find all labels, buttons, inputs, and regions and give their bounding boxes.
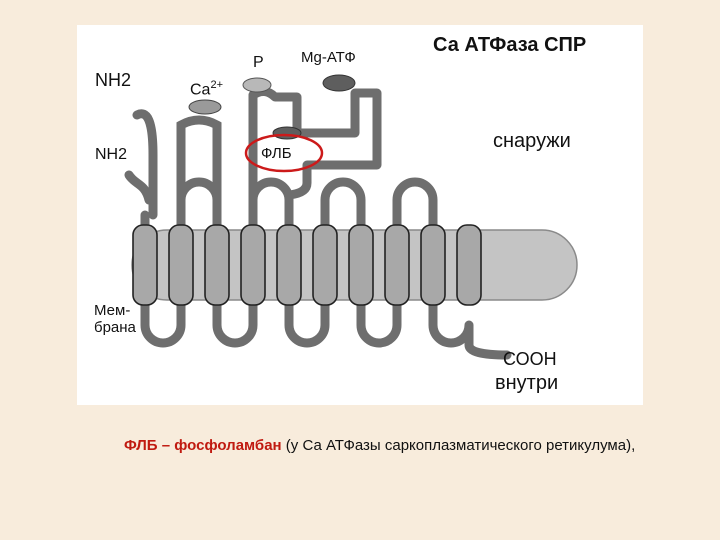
n-terminus-label-top: NH2 <box>95 70 132 90</box>
calcium-label: Ca <box>190 81 211 99</box>
atpase-diagram: Са АТФаза СПР снаружи внутри СООН NH2 NH… <box>77 25 643 405</box>
helix-5 <box>276 224 302 306</box>
helix-9 <box>420 224 446 306</box>
inside-label: внутри <box>495 372 559 394</box>
n-terminus-label-mid: NH2 <box>95 146 128 163</box>
n-terminal-tail-top <box>132 109 158 220</box>
membrane-label: Мем- брана <box>94 302 154 337</box>
helix-7 <box>348 224 374 306</box>
c-terminus-label: СООН <box>503 349 557 369</box>
plb-label: ФЛБ <box>261 145 292 162</box>
transmembrane-helices <box>132 224 482 306</box>
helix-1 <box>132 224 158 306</box>
helix-3 <box>204 224 230 306</box>
protein-chain <box>124 87 512 360</box>
helix-4 <box>240 224 266 306</box>
diagram-title: Са АТФаза СПР <box>433 34 587 56</box>
caption-term: ФЛБ – фосфоламбан <box>124 437 282 454</box>
outside-label: снаружи <box>493 130 571 152</box>
cytoplasmic-loop-a <box>176 115 222 230</box>
helix-2 <box>168 224 194 306</box>
n-terminal-tail-mid <box>124 170 154 205</box>
calcium-site <box>188 99 222 115</box>
chain-serpentine <box>140 177 512 360</box>
mgatp-label: Mg-АТФ <box>301 49 356 66</box>
caption: ФЛБ – фосфоламбан (у Са АТФазы саркоплаз… <box>124 434 664 457</box>
calcium-charge: 2+ <box>210 79 223 91</box>
helix-8 <box>384 224 410 306</box>
helix-6 <box>312 224 338 306</box>
calcium-site-label: Ca2+ <box>190 80 223 98</box>
phosphate-site <box>242 77 272 93</box>
phosphate-label: P <box>253 54 264 71</box>
helix-10 <box>456 224 482 306</box>
caption-text: (у Са АТФазы саркоплазматического ретику… <box>281 437 636 454</box>
binding-sites <box>188 74 356 173</box>
mgatp-site <box>322 74 356 92</box>
plb-highlight-circle <box>244 133 324 173</box>
diagram-svg <box>124 74 578 360</box>
membrane-label-text: Мем- брана <box>94 302 136 337</box>
